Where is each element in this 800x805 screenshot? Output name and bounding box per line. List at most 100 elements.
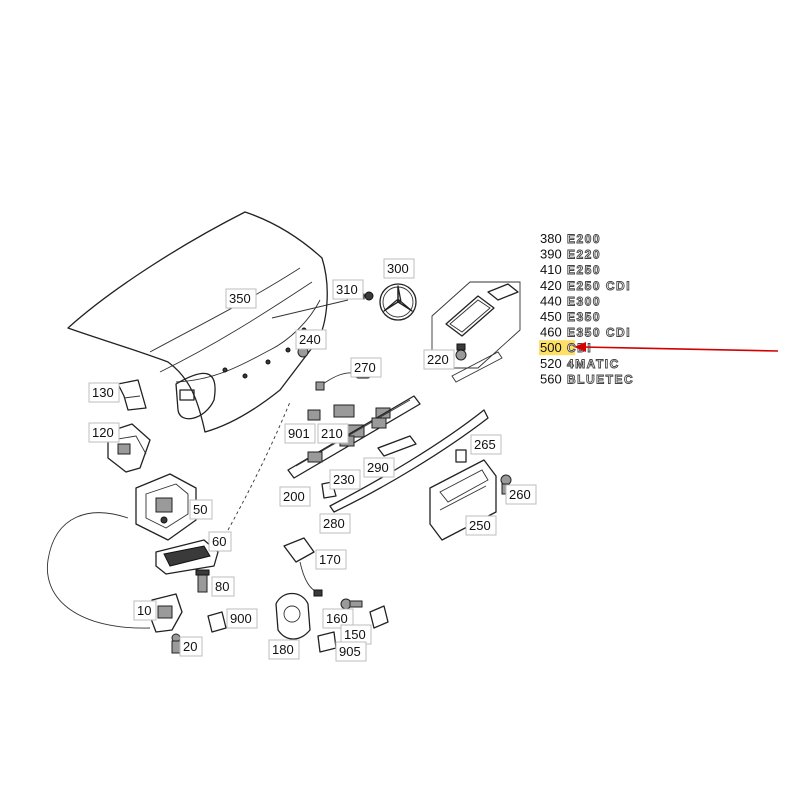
callout-box: [350, 357, 382, 378]
callout-box: [279, 486, 311, 507]
badge-row-440: 440 E300: [540, 293, 601, 308]
callout-label: 10: [137, 603, 151, 618]
bolt-80: [195, 569, 210, 593]
callout-200: 200: [279, 486, 311, 507]
badge-emblem: E220: [567, 248, 601, 262]
callout-label: 260: [509, 487, 531, 502]
callout-box: [179, 636, 203, 657]
callout-label: 210: [321, 426, 343, 441]
callout-20: 20: [179, 636, 203, 657]
badge-code: 390: [540, 247, 562, 262]
callout-box: [317, 423, 349, 444]
callout-label: 150: [344, 627, 366, 642]
clip-230: [321, 481, 337, 499]
badge-emblem: 4MATIC: [567, 357, 620, 371]
callout-label: 240: [299, 332, 321, 347]
badge-emblem: E350 CDI: [567, 326, 631, 340]
callout-150: 150: [340, 624, 372, 645]
screw-160: [340, 598, 363, 610]
callout-label: 350: [229, 291, 251, 306]
callout-label: 265: [474, 437, 496, 452]
callout-label: 280: [323, 516, 345, 531]
badge-code: 460: [540, 325, 562, 340]
callout-label: 290: [367, 460, 389, 475]
callout-box: [465, 515, 497, 536]
callout-10: 10: [133, 600, 157, 621]
callout-box: [284, 423, 316, 444]
lens-290: [377, 435, 417, 457]
highlight-arrow: [574, 342, 779, 352]
badge-emblem: E250 CDI: [567, 279, 631, 293]
license-plate-holder-250: [429, 459, 497, 541]
callout-box: [133, 600, 157, 621]
callout-901: 901: [284, 423, 316, 444]
clip-265: [455, 449, 467, 463]
callout-label: 250: [469, 518, 491, 533]
callout-290: 290: [363, 457, 395, 478]
callout-270: 270: [350, 357, 382, 378]
clip-900: [207, 611, 227, 633]
handle-60: [155, 539, 219, 575]
callout-180: 180: [268, 639, 300, 660]
callout-label: 310: [336, 282, 358, 297]
callout-label: 220: [427, 352, 449, 367]
callout-labels: 350 310 300 240 270 220 130 120 901 210 290 265 230 2…: [88, 258, 537, 662]
callout-box: [88, 382, 120, 403]
callout-220: 220: [423, 349, 455, 370]
callout-230: 230: [329, 469, 361, 490]
badge-code: 440: [540, 293, 562, 308]
callout-box: [363, 457, 395, 478]
callout-box: [208, 531, 232, 552]
badge-code: 450: [540, 309, 562, 324]
badge-row-390: 390 E220: [540, 247, 601, 262]
callout-box: [295, 329, 327, 350]
highlight-marker: [539, 340, 575, 356]
callout-box: [189, 499, 213, 520]
badge-emblem: E300: [567, 294, 601, 308]
switch-170: [283, 537, 323, 597]
release-cable: [46, 512, 151, 629]
callout-label: 300: [387, 261, 409, 276]
star-emblem-300: [379, 283, 417, 321]
clip-905: [317, 631, 337, 653]
callout-box: [322, 608, 354, 629]
callout-60: 60: [208, 531, 232, 552]
callout-80: 80: [211, 576, 235, 597]
callout-170: 170: [315, 549, 347, 570]
badge-code: 380: [540, 231, 562, 246]
callout-box: [470, 434, 502, 455]
callout-905: 905: [335, 641, 367, 662]
callout-265: 265: [470, 434, 502, 455]
callout-label: 900: [230, 611, 252, 626]
badge-emblem: E200: [567, 232, 601, 246]
callout-label: 200: [283, 489, 305, 504]
callout-box: [211, 576, 235, 597]
callout-box: [329, 469, 361, 490]
badge-row-500: 500CDI: [539, 340, 591, 356]
badge-code: 560: [540, 371, 562, 386]
callout-310: 310: [332, 279, 364, 300]
callout-130: 130: [88, 382, 120, 403]
callout-label: 50: [193, 502, 207, 517]
callout-label: 230: [333, 472, 355, 487]
callout-label: 180: [272, 642, 294, 657]
callout-50: 50: [189, 499, 213, 520]
callout-300: 300: [383, 258, 415, 279]
badge-code: 520: [540, 356, 562, 371]
callout-label: 901: [288, 426, 310, 441]
badge-row-460: 460 E350 CDI: [540, 325, 631, 340]
callout-label: 80: [215, 579, 229, 594]
badge-emblem: E250: [567, 263, 601, 277]
callout-210: 210: [317, 423, 349, 444]
callout-box: [383, 258, 415, 279]
callout-350: 350: [225, 288, 257, 309]
callout-box: [505, 484, 537, 505]
lock-actuator-50: [135, 473, 197, 541]
callout-120: 120: [88, 422, 120, 443]
